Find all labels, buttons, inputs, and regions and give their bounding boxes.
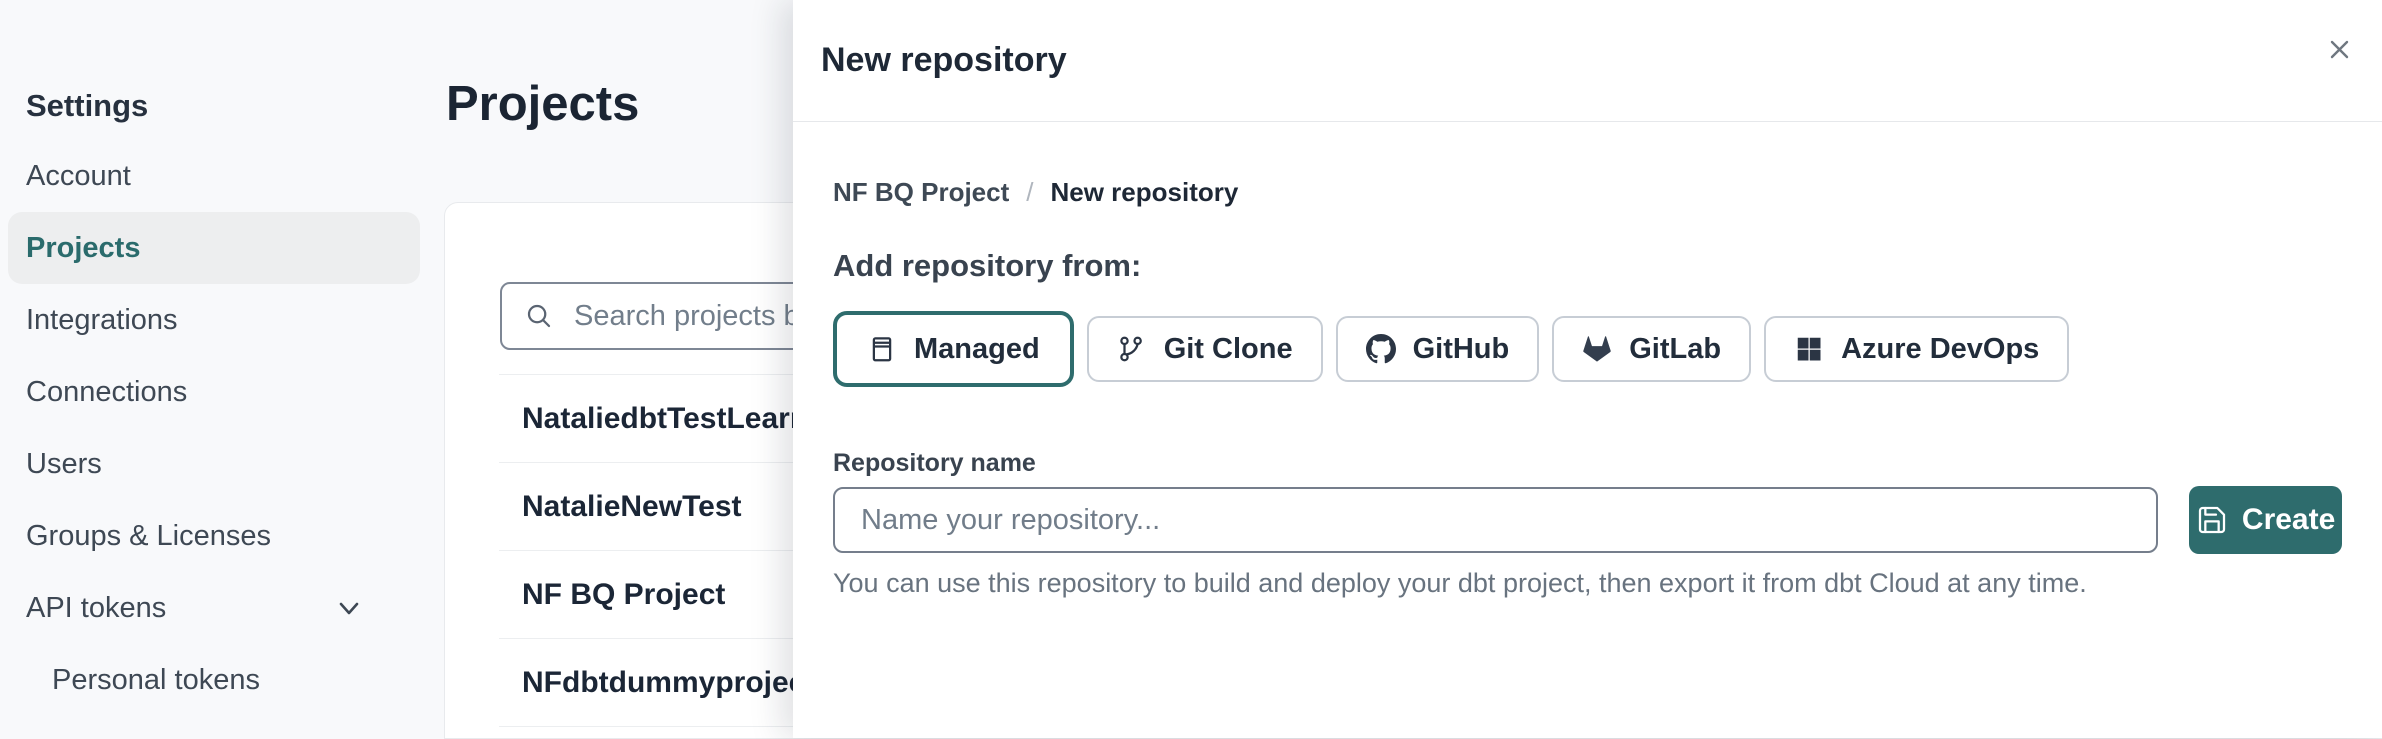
sidebar-item-label: Integrations [26, 303, 178, 336]
sidebar-item-label: Personal tokens [52, 663, 260, 696]
sidebar-item-projects[interactable]: Projects [8, 212, 420, 284]
sidebar-item-label: Groups & Licenses [26, 519, 272, 552]
repository-name-label: Repository name [833, 449, 1036, 477]
sidebar-item-label: Users [26, 447, 102, 480]
source-option-azure-devops[interactable]: Azure DevOps [1764, 316, 2070, 382]
project-name: NF BQ Project [522, 577, 726, 611]
close-icon[interactable] [2320, 30, 2358, 68]
source-option-git-clone[interactable]: Git Clone [1086, 316, 1323, 382]
git-branch-icon [1117, 334, 1147, 364]
sidebar-item-users[interactable]: Users [8, 428, 420, 500]
sidebar-title: Settings [26, 88, 149, 123]
source-option-github[interactable]: GitHub [1335, 316, 1540, 382]
sidebar-item-account[interactable]: Account [8, 140, 420, 212]
sidebar-nav: Account Projects Integrations Connection… [0, 140, 432, 716]
sidebar-item-connections[interactable]: Connections [8, 356, 420, 428]
gitlab-icon [1582, 334, 1612, 364]
new-repository-modal: New repository NF BQ Project / New repos… [793, 0, 2382, 738]
source-option-label: Azure DevOps [1841, 332, 2040, 365]
modal-header: New repository [793, 0, 2382, 122]
project-name: NataliedbtTestLearn T [522, 401, 835, 435]
breadcrumb-separator: / [1026, 177, 1034, 207]
breadcrumb-project-link[interactable]: NF BQ Project [833, 177, 1010, 207]
sidebar-item-groups-licenses[interactable]: Groups & Licenses [8, 500, 420, 572]
create-button-label: Create [2241, 503, 2336, 536]
chevron-down-icon [334, 593, 364, 623]
source-options: Managed Git Clone GitHub GitLab [833, 311, 2342, 387]
repository-name-input[interactable] [833, 487, 2159, 553]
sidebar-item-label: Connections [26, 375, 188, 408]
modal-title: New repository [821, 41, 1067, 79]
sidebar-item-api-tokens[interactable]: API tokens [8, 572, 420, 644]
helper-text: You can use this repository to build and… [833, 568, 2087, 598]
source-option-gitlab[interactable]: GitLab [1552, 316, 1752, 382]
repository-form-row: Create [833, 486, 2342, 554]
project-name: NFdbtdummyproject [522, 665, 816, 699]
project-name: NatalieNewTest [522, 489, 742, 523]
source-option-label: GitHub [1412, 332, 1510, 365]
azure-devops-icon [1794, 334, 1824, 364]
sidebar-item-label: API tokens [26, 591, 167, 624]
search-icon [524, 301, 554, 331]
sidebar-item-label: Projects [26, 231, 141, 264]
breadcrumb: NF BQ Project / New repository [833, 176, 2342, 208]
settings-sidebar: Settings Account Projects Integrations C… [0, 0, 432, 716]
breadcrumb-current: New repository [1050, 177, 1239, 207]
modal-body: NF BQ Project / New repository Add repos… [793, 176, 2382, 600]
source-option-label: Git Clone [1163, 332, 1293, 365]
github-icon [1365, 334, 1396, 364]
source-option-label: GitLab [1629, 332, 1722, 365]
page-title: Projects [446, 77, 640, 131]
source-option-managed[interactable]: Managed [833, 311, 1074, 387]
save-icon [2196, 504, 2228, 536]
repo-icon [867, 334, 897, 364]
sidebar-item-label: Account [26, 159, 131, 192]
source-option-label: Managed [914, 332, 1040, 365]
sidebar-item-integrations[interactable]: Integrations [8, 284, 420, 356]
create-button[interactable]: Create [2189, 486, 2342, 554]
add-repo-heading: Add repository from: [833, 248, 1142, 283]
sidebar-item-personal-tokens[interactable]: Personal tokens [8, 644, 420, 716]
